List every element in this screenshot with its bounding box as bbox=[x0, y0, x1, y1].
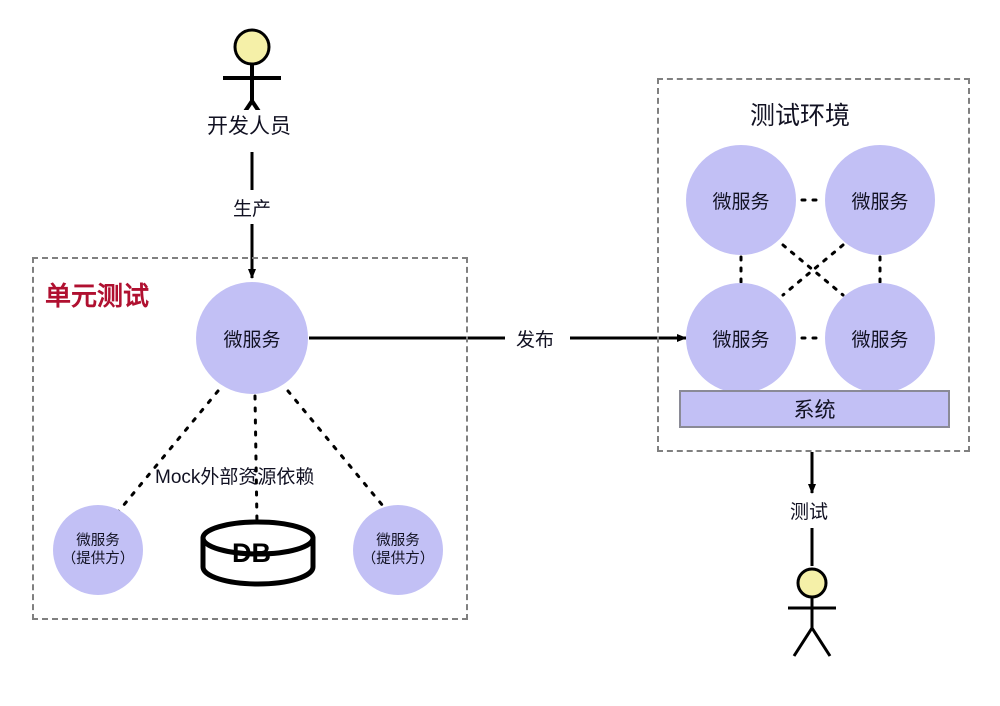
provider-right-label-line2: （提供方） bbox=[361, 551, 435, 567]
mock-edge-center bbox=[253, 394, 259, 526]
provider-right-label-line1: 微服务 bbox=[376, 532, 420, 549]
system-bar-label: 系统 bbox=[793, 399, 836, 422]
unit-test-microservice-node[interactable]: 微服务 bbox=[196, 282, 308, 394]
mock-edge-left bbox=[116, 389, 220, 514]
provider-left-label-line2: （提供方） bbox=[61, 551, 135, 567]
provider-left-label-line1: 微服务 bbox=[76, 532, 120, 549]
test-env-microservice-node-1[interactable]: 微服务 bbox=[686, 145, 796, 255]
database-cylinder-icon bbox=[200, 519, 316, 587]
system-bar[interactable]: 系统 bbox=[679, 390, 950, 428]
tester-actor-icon bbox=[788, 567, 836, 657]
test-env-service-4-label: 微服务 bbox=[851, 329, 909, 351]
publish-edge-label: 发布 bbox=[512, 325, 559, 352]
mock-edge-right bbox=[286, 389, 390, 514]
unit-test-boundary-box bbox=[32, 257, 468, 620]
test-environment-title: 测试环境 bbox=[750, 102, 851, 130]
unit-test-microservice-label: 微服务 bbox=[223, 329, 281, 351]
env-edge-diagonal-a bbox=[781, 243, 845, 297]
mock-dependency-label: Mock外部资源依赖 bbox=[155, 467, 315, 488]
database-label: DB bbox=[232, 538, 271, 568]
unit-test-title: 单元测试 bbox=[45, 281, 150, 311]
test-env-microservice-node-2[interactable]: 微服务 bbox=[825, 145, 935, 255]
env-edge-diagonal-b bbox=[781, 243, 845, 297]
test-env-microservice-node-3[interactable]: 微服务 bbox=[686, 283, 796, 393]
test-env-service-1-label: 微服务 bbox=[712, 191, 770, 213]
test-env-microservice-node-4[interactable]: 微服务 bbox=[825, 283, 935, 393]
test-env-service-2-label: 微服务 bbox=[851, 191, 909, 213]
provider-microservice-node-right[interactable]: 微服务 （提供方） bbox=[353, 505, 443, 595]
developer-actor-label: 开发人员 bbox=[203, 110, 295, 140]
tester-actor-label: 测试 bbox=[786, 497, 833, 524]
provider-microservice-node-left[interactable]: 微服务 （提供方） bbox=[53, 505, 143, 595]
test-environment-boundary-box bbox=[657, 78, 970, 452]
test-env-service-3-label: 微服务 bbox=[712, 329, 770, 351]
produce-edge-label: 生产 bbox=[229, 194, 276, 221]
